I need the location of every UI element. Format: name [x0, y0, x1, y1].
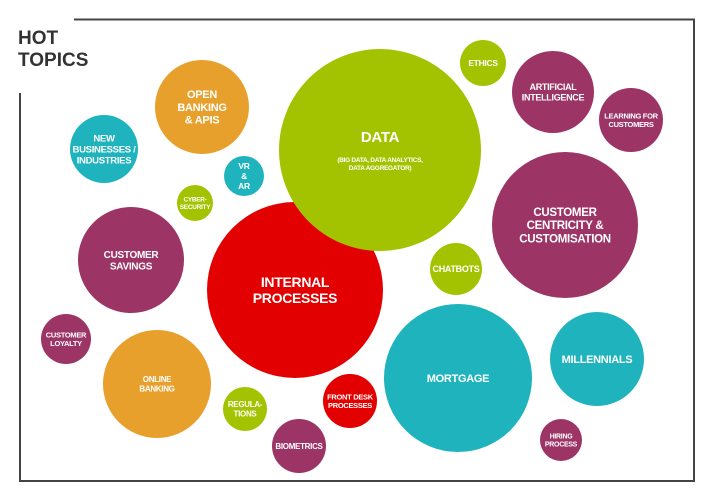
- topic-bubble-biometrics: BIOMETRICS: [272, 419, 326, 473]
- bubble-circle: [384, 304, 532, 452]
- bubble-label: CHATBOTS: [433, 264, 480, 274]
- topic-bubble-regulations: REGULA-TIONS: [223, 387, 267, 431]
- bubble-circle: [70, 115, 138, 183]
- bubble-circle: [599, 88, 663, 152]
- bubble-circle: [323, 374, 377, 428]
- bubble-circle: [78, 207, 184, 313]
- bubble-circle: [223, 387, 267, 431]
- bubble-label: DATA: [361, 129, 400, 146]
- bubble-label: MILLENNIALS: [562, 354, 633, 366]
- topic-bubble-ethics: ETHICS: [460, 40, 506, 86]
- bubble-label: CYBER-SECURITY: [180, 197, 211, 211]
- topic-bubble-data: DATA (BIG DATA, DATA ANALYTICS,DATA AGGRE…: [279, 49, 481, 251]
- topic-bubble-mortgage: MORTGAGE: [384, 304, 532, 452]
- bubble-circle: [550, 312, 644, 406]
- bubble-circle: [492, 152, 638, 298]
- bubble-circle: [540, 419, 582, 461]
- bubble-label: ETHICS: [468, 58, 498, 68]
- bubble-label: BIOMETRICS: [275, 442, 323, 451]
- bubble-circle: [272, 419, 326, 473]
- bubble-circle: [460, 40, 506, 86]
- bubble-circle: [279, 49, 481, 251]
- bubble-circle: [177, 185, 213, 221]
- topic-bubble-millennials: MILLENNIALS: [550, 312, 644, 406]
- bubble-circle: [103, 330, 211, 438]
- bubble-circle: [41, 314, 91, 364]
- topic-bubble-cyber: CYBER-SECURITY: [177, 185, 213, 221]
- frame: [19, 18, 695, 482]
- bubble-circle: [430, 243, 482, 295]
- bubble-circle: [207, 202, 383, 378]
- bubble-circle: [512, 51, 594, 133]
- bubble-circle: [224, 156, 264, 196]
- bubble-label: VR&AR: [238, 161, 250, 191]
- diagram-title: HOT TOPICS: [18, 28, 88, 71]
- topic-bubble-chatbots: CHATBOTS: [430, 243, 482, 295]
- bubble-label: MORTGAGE: [427, 373, 489, 385]
- bubble-sublabel: (BIG DATA, DATA ANALYTICS,DATA AGGREGATO…: [337, 157, 423, 172]
- topic-bubble-vr-ar: VR&AR: [224, 156, 264, 196]
- bubble-label: REGULA-TIONS: [228, 400, 263, 418]
- bubble-circle: [155, 60, 249, 154]
